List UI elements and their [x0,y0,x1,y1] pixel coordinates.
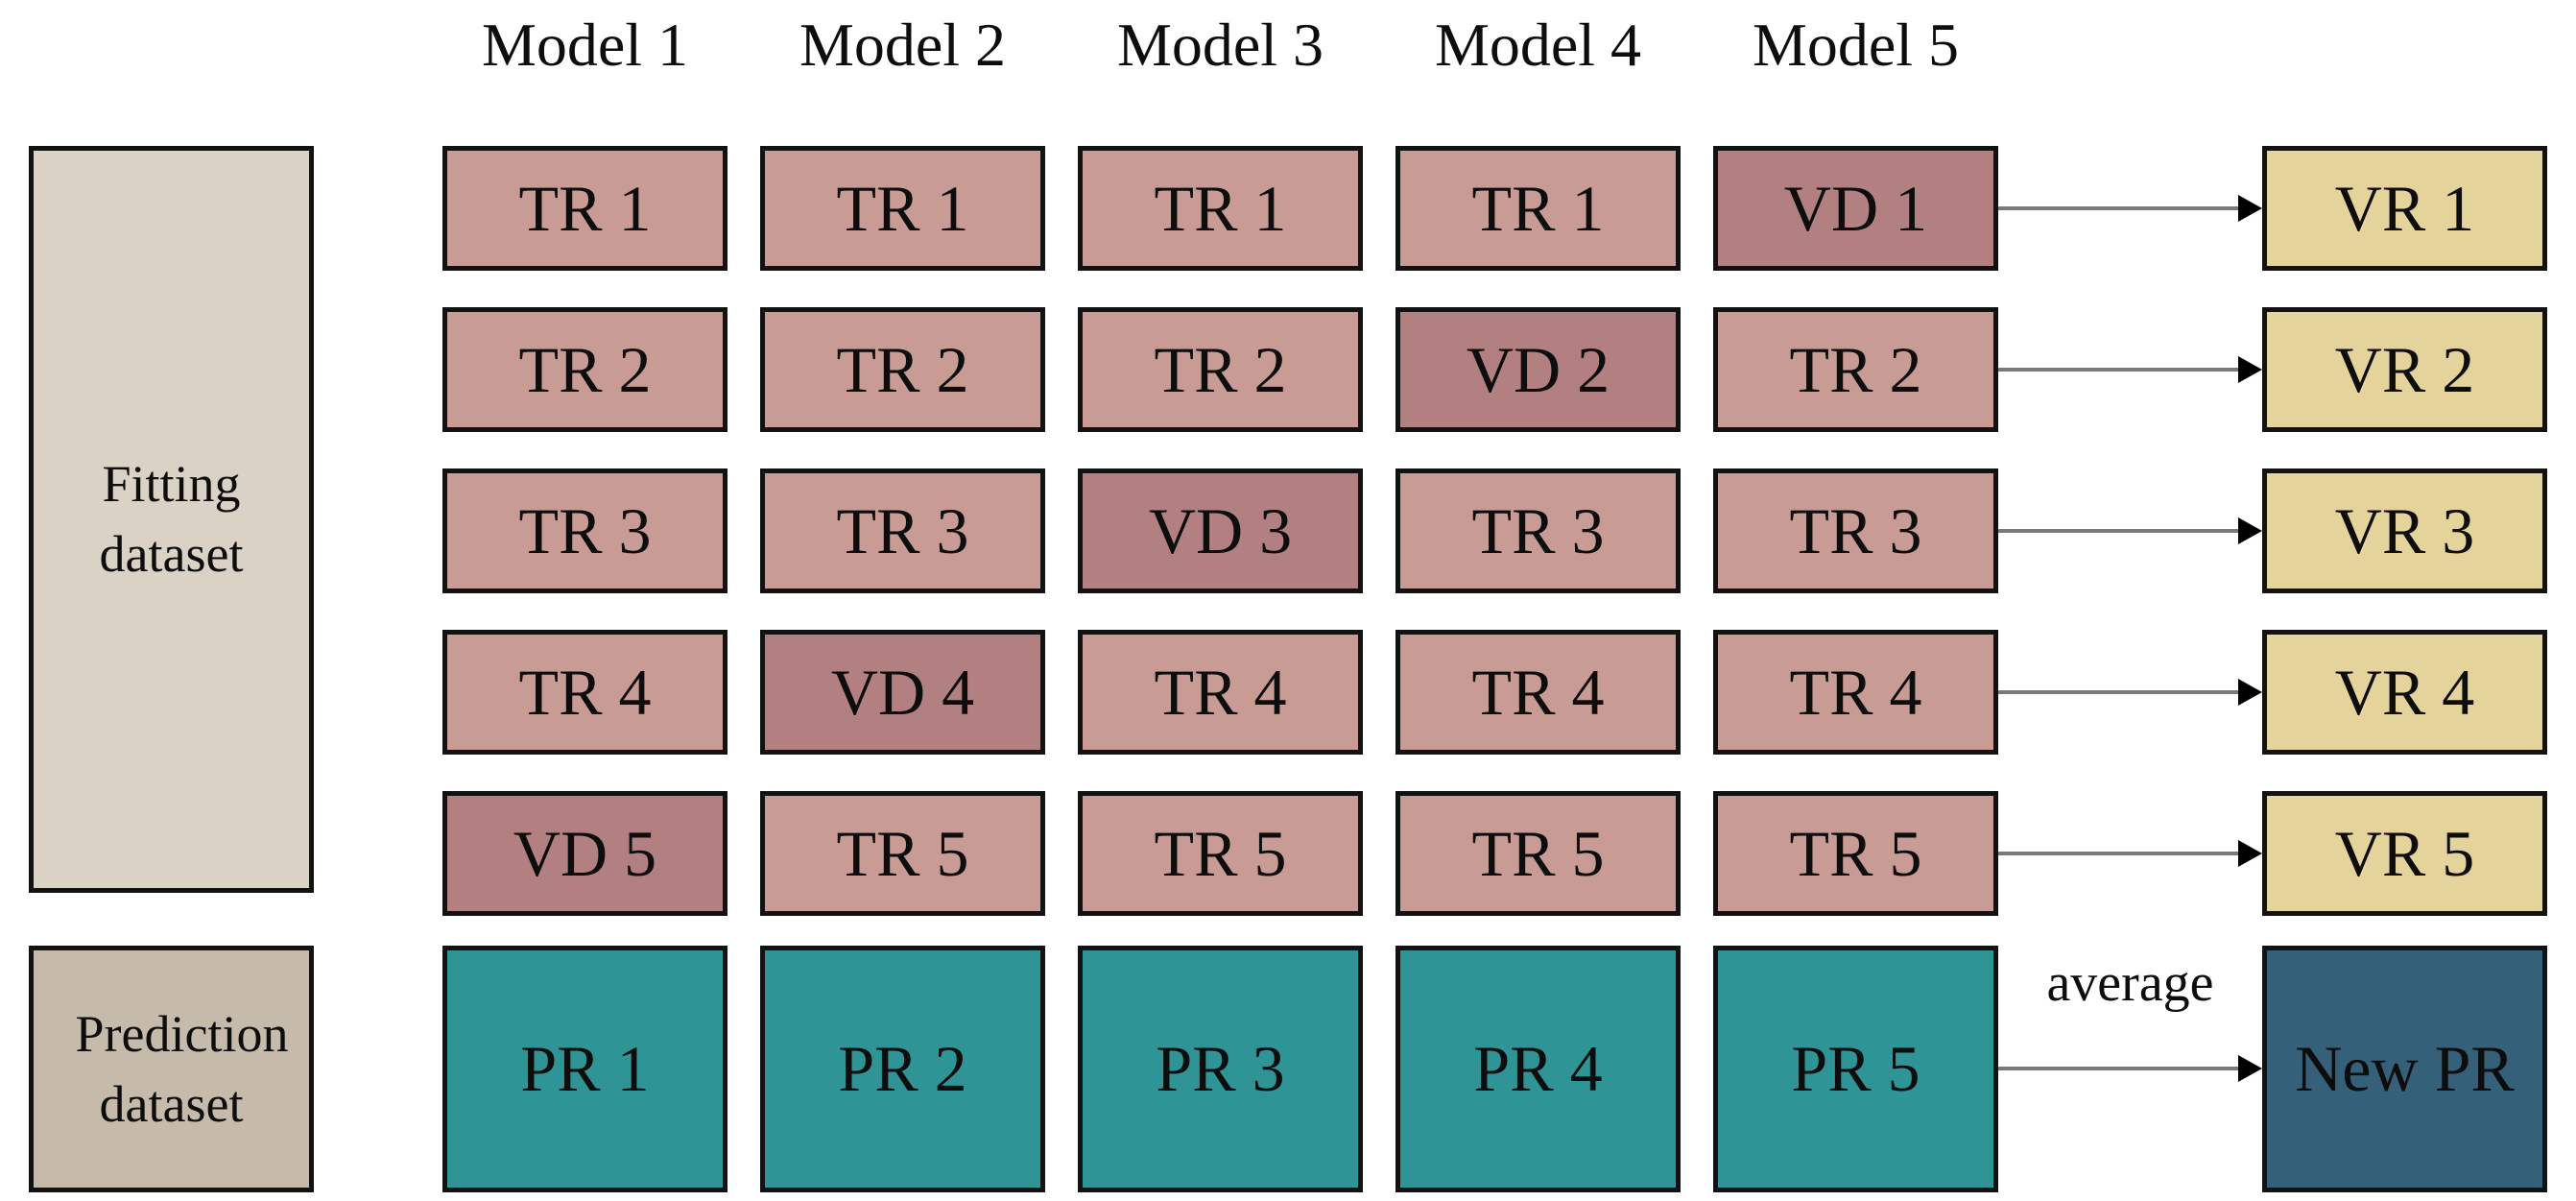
validation-results-column: VR 1 VR 2 VR 3 VR 4 VR 5 [2262,146,2547,916]
fold-cell-m2-r2: TR 2 [760,307,1045,432]
fold-cell-m5-r4: TR 4 [1713,630,1998,755]
fold-cell-m3-r1: TR 1 [1078,146,1363,271]
fold-cell-m4-r5: TR 5 [1395,791,1681,916]
model-2-header: Model 2 [799,11,1007,79]
fold-cell-m5-r3: TR 3 [1713,468,1998,593]
fold-cell-m4-r1: TR 1 [1395,146,1681,271]
vr-1-box: VR 1 [2262,146,2547,271]
fitting-dataset-label: Fitting dataset [99,455,244,583]
arrow-tr3-to-vr3 [1998,517,2262,544]
arrow-tr4-to-vr4 [1998,679,2262,706]
fold-cell-m4-r4: TR 4 [1395,630,1681,755]
arrow-vd1-to-vr1 [1998,195,2262,222]
fold-cell-m2-r3: TR 3 [760,468,1045,593]
model-3-header: Model 3 [1116,11,1324,79]
vr-5-box: VR 5 [2262,791,2547,916]
fold-cell-m1-r4: TR 4 [442,630,727,755]
fold-cell-m3-r2: TR 2 [1078,307,1363,432]
vr-3-box: VR 3 [2262,468,2547,593]
model-4-header: Model 4 [1434,11,1642,79]
fold-cell-m1-r2: TR 2 [442,307,727,432]
pr-4-box: PR 4 [1395,946,1681,1192]
arrow-tr5-to-vr5 [1998,840,2262,867]
fold-cell-m1-r3: TR 3 [442,468,727,593]
fold-cell-m2-r1: TR 1 [760,146,1045,271]
new-pr-box: New PR [2262,946,2547,1192]
arrow-pr5-to-newpr [1998,1055,2262,1082]
fold-cell-m3-r5: TR 5 [1078,791,1363,916]
fold-cell-m3-r3: VD 3 [1078,468,1363,593]
pr-5-box: PR 5 [1713,946,1998,1192]
fold-cell-m1-r5: VD 5 [442,791,727,916]
fold-grid: TR 1 TR 1 TR 1 TR 1 VD 1 TR 2 TR 2 TR 2 … [442,146,1998,916]
pr-1-box: PR 1 [442,946,727,1192]
pr-2-box: PR 2 [760,946,1045,1192]
model-1-header: Model 1 [481,11,689,79]
fold-cell-m5-r5: TR 5 [1713,791,1998,916]
fitting-dataset-box: Fitting dataset [29,146,314,893]
prediction-dataset-label: Prediction dataset [75,1004,289,1133]
prediction-dataset-box: Prediction dataset [29,946,314,1192]
vr-4-box: VR 4 [2262,630,2547,755]
fold-cell-m2-r4: VD 4 [760,630,1045,755]
prediction-results-row: PR 1 PR 2 PR 3 PR 4 PR 5 [442,946,1998,1192]
fold-cell-m3-r4: TR 4 [1078,630,1363,755]
average-arrow-label: average [2046,953,2214,1013]
fold-cell-m2-r5: TR 5 [760,791,1045,916]
fold-cell-m1-r1: TR 1 [442,146,727,271]
fold-cell-m5-r2: TR 2 [1713,307,1998,432]
pr-3-box: PR 3 [1078,946,1363,1192]
fold-cell-m4-r2: VD 2 [1395,307,1681,432]
fold-cell-m4-r3: TR 3 [1395,468,1681,593]
vr-2-box: VR 2 [2262,307,2547,432]
arrow-tr2-to-vr2 [1998,356,2262,383]
fold-cell-m5-r1: VD 1 [1713,146,1998,271]
model-5-header: Model 5 [1752,11,1960,79]
